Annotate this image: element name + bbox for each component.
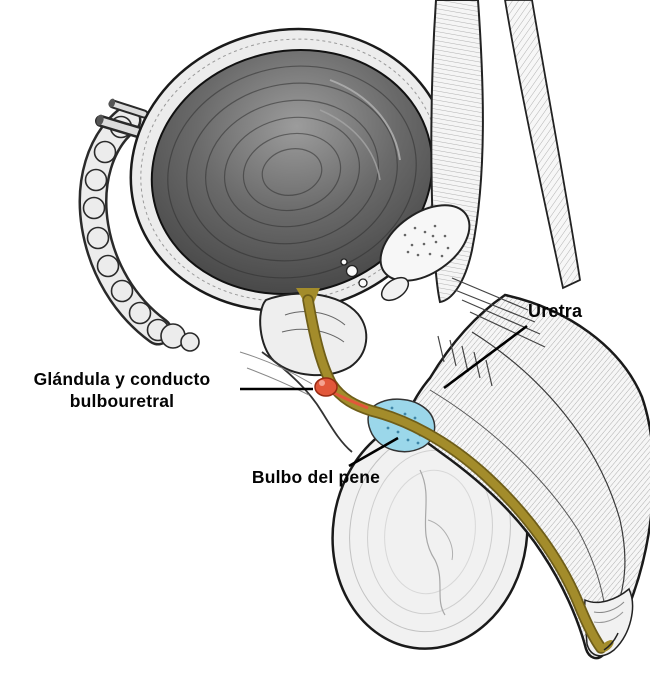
label-glandula-line1: Glándula y conducto [33,369,211,389]
bladder-texture [167,65,417,279]
label-uretra: Uretra [528,300,582,323]
ureter-stumps [95,98,149,139]
pointer-lines [240,324,528,468]
prostate [239,292,368,453]
suspensory-ligament-hatch [437,277,546,387]
urethral-meatus [603,632,619,651]
bladder [129,27,451,313]
uretra-pointer-line [443,324,528,390]
label-glandula-line2: bulbouretral [69,391,175,412]
label-bulbo-text: Bulbo del pene [251,467,381,487]
dorsal-vessels [340,258,368,288]
label-bulbo: Bulbo del pene [234,466,398,488]
pubic-symphysis [340,204,471,302]
label-glandula: Glándula y conducto bulbouretral [6,368,238,413]
bulbo-pointer-line [348,436,399,468]
testicular-vein [419,469,446,616]
label-uretra-text: Uretra [528,301,583,321]
bulbourethral-gland-highlight [314,377,369,410]
bulbourethral-duct [333,391,369,410]
seminal-vesicle-coil [78,105,200,352]
